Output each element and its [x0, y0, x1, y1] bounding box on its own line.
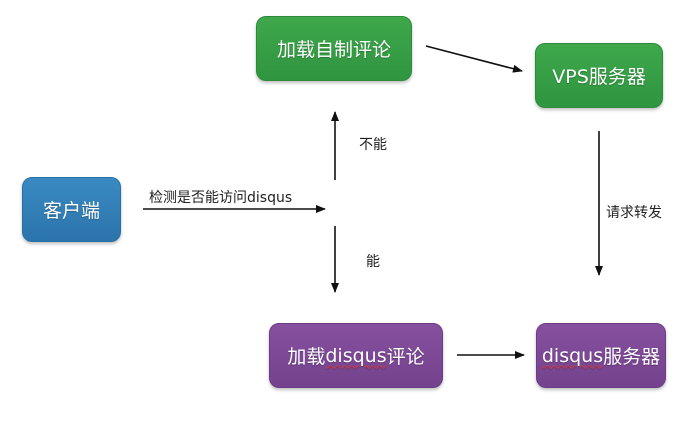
client-node: 客户端: [22, 177, 121, 242]
cannot-edge-label: 不能: [359, 137, 387, 153]
request-forward-edge-label: 请求转发: [606, 205, 662, 221]
load-disqus-word: disqus: [325, 344, 387, 367]
detect-disqus-edge-label: 检测是否能访问disqus: [149, 190, 293, 206]
disqus-server-word: disqus: [541, 344, 604, 367]
load-disqus-prefix: 加载: [287, 346, 326, 368]
vps-server-label: VPS服务器: [552, 66, 646, 88]
can-edge-label: 能: [366, 254, 380, 270]
arrow-custom-to-vps: [425, 45, 523, 73]
load-custom-comments-node: 加载自制评论: [256, 16, 412, 81]
load-custom-comments-label: 加载自制评论: [276, 39, 391, 61]
vps-server-node: VPS服务器: [535, 43, 663, 108]
disqus-server-suffix: 服务器: [603, 346, 661, 368]
client-node-label: 客户端: [42, 200, 100, 222]
load-disqus-suffix: 评论: [386, 346, 425, 368]
